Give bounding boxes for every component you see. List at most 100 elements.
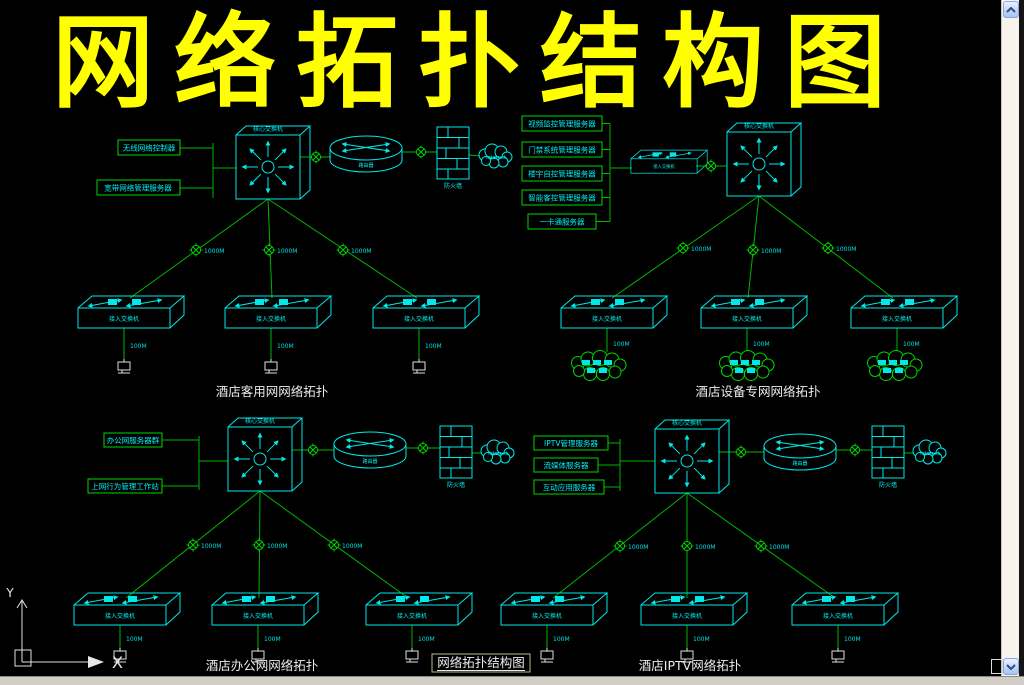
core-switch	[655, 419, 729, 493]
link-speed: 1000M	[342, 543, 362, 550]
core-switch	[236, 125, 310, 199]
firewall	[436, 126, 470, 191]
drawing-caption: 网络拓扑结构图	[437, 655, 525, 670]
diagram-guest-network: 无线网络控制器 宽带网络管理服务器 1000M 1000M 1000M 100M…	[78, 125, 513, 399]
port-marker	[704, 159, 718, 173]
link-speed: 100M	[277, 343, 294, 350]
ucs-origin-box	[14, 649, 32, 667]
vertical-scrollbar[interactable]	[1001, 0, 1019, 676]
terminal	[831, 647, 845, 663]
server-label: 智能客控管理服务器	[528, 193, 596, 203]
link-speed: 100M	[693, 636, 710, 643]
link-speed: 1000M	[691, 246, 711, 253]
link-speed: 100M	[613, 341, 630, 348]
diagram-iptv-network: IPTV管理服务器 流媒体服务器 互动应用服务器 1000M 1000M 100…	[501, 419, 947, 673]
link-speed: 1000M	[267, 543, 287, 550]
server-label: 楼宇自控管理服务器	[528, 169, 596, 179]
firewall	[871, 425, 905, 490]
link-speed: 1000M	[204, 248, 224, 255]
chevron-down-icon	[1006, 663, 1016, 670]
server-label: 上网行为管理工作站	[91, 481, 159, 491]
link-speed: 1000M	[351, 248, 371, 255]
diagram-caption: 酒店客用网网络拓扑	[216, 384, 329, 399]
server-label: 门禁系统管理服务器	[528, 145, 596, 155]
access-switch	[792, 593, 898, 625]
core-switch	[228, 417, 302, 491]
terminal	[540, 647, 554, 663]
link-speed: 100M	[844, 636, 861, 643]
access-switch	[212, 593, 318, 625]
drawing-caption-block: 网络拓扑结构图	[431, 653, 531, 673]
x-axis-arrow	[88, 656, 104, 668]
server-label: IPTV管理服务器	[544, 438, 598, 448]
label-box	[533, 435, 609, 451]
scroll-down-button[interactable]	[1003, 658, 1019, 675]
scroll-up-button[interactable]	[1003, 1, 1019, 18]
router	[334, 432, 406, 468]
link-speed: 100M	[425, 343, 442, 350]
link-speed: 100M	[903, 341, 920, 348]
label-box	[527, 213, 597, 230]
label-box	[96, 179, 181, 196]
diagram-caption: 酒店设备专网网络拓扑	[695, 384, 821, 399]
y-axis-label: Y	[5, 586, 14, 600]
router	[764, 434, 836, 470]
port-marker	[676, 241, 690, 255]
label-box	[117, 139, 181, 156]
device-cloud	[867, 350, 923, 381]
link-speed: 1000M	[201, 543, 221, 550]
device-cloud	[719, 350, 775, 381]
link-speed: 100M	[553, 636, 570, 643]
caption-highlight-box	[431, 653, 531, 673]
link-speed: 1000M	[769, 544, 789, 551]
port-marker	[306, 443, 320, 457]
label-box	[521, 165, 603, 182]
internet-cloud	[480, 439, 515, 465]
selection-box	[991, 659, 1003, 674]
link-speed: 1000M	[836, 246, 856, 253]
terminal	[264, 358, 278, 374]
drawing-area: 核心交换机 接入交换机 路由器	[5, 115, 1001, 673]
access-switch	[851, 296, 957, 328]
x-axis-label: X	[112, 653, 123, 672]
ucs-icon: Y X	[5, 586, 123, 672]
router	[330, 136, 402, 172]
terminal	[412, 358, 426, 374]
internet-cloud	[478, 143, 513, 169]
access-switch	[225, 296, 331, 328]
terminal	[405, 647, 419, 663]
access-switch	[641, 593, 747, 625]
label-box	[521, 189, 603, 206]
port-marker	[327, 538, 341, 552]
link-speed: 1000M	[277, 248, 297, 255]
port-marker	[754, 539, 768, 553]
terminal	[117, 358, 131, 374]
access-switch	[561, 296, 667, 328]
iptv-links	[546, 439, 915, 652]
server-label: 办公网服务器群	[107, 435, 160, 445]
equipment-links	[596, 123, 898, 352]
aggregation-switch	[631, 150, 707, 173]
label-box	[103, 432, 163, 448]
port-marker	[309, 150, 323, 164]
port-marker	[848, 443, 862, 457]
access-switch	[78, 296, 184, 328]
link-speed: 100M	[264, 636, 281, 643]
chevron-up-icon	[1006, 6, 1016, 13]
access-switch	[373, 296, 479, 328]
access-switch	[701, 296, 807, 328]
bottom-tabs-strip	[0, 676, 1024, 685]
diagram-caption: 酒店办公网网络拓扑	[206, 658, 319, 673]
link-speed: 100M	[753, 341, 770, 348]
link-speed: 100M	[126, 636, 143, 643]
device-cloud	[571, 350, 627, 381]
label-box	[87, 478, 163, 494]
server-label: 视频监控管理服务器	[528, 119, 596, 129]
link-speed: 100M	[130, 343, 147, 350]
drawing-main-title: 网络拓扑结构图	[52, 4, 906, 123]
diagram-equipment-network: 视频监控管理服务器 门禁系统管理服务器 楼宇自控管理服务器 智能客控管理服务器 …	[521, 115, 957, 399]
server-label: 互动应用服务器	[543, 482, 596, 492]
port-marker	[680, 539, 694, 553]
internet-cloud	[912, 439, 947, 465]
